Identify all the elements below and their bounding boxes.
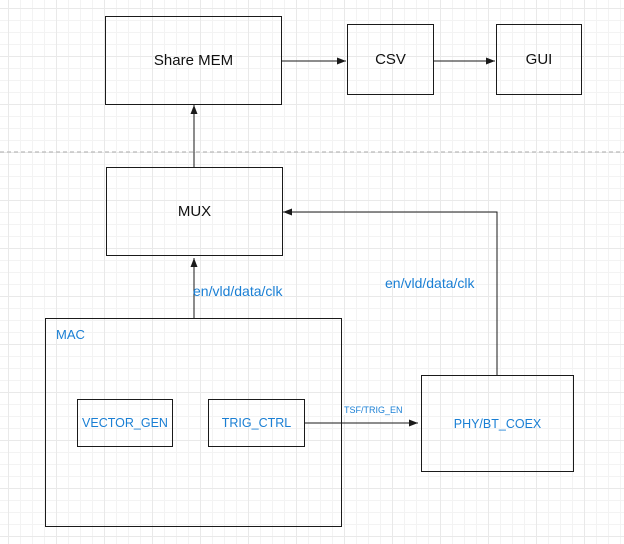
phy-to-mux-edge-label: en/vld/data/clk bbox=[385, 275, 475, 291]
csv-label: CSV bbox=[375, 51, 406, 68]
mac-block[interactable]: MAC bbox=[45, 318, 342, 527]
phy-bt-coex-block[interactable]: PHY/BT_COEX bbox=[421, 375, 574, 472]
trig-to-phy-edge-label: TSF/TRIG_EN bbox=[343, 405, 404, 415]
vector-gen-block[interactable]: VECTOR_GEN bbox=[77, 399, 173, 447]
mux-block[interactable]: MUX bbox=[106, 167, 283, 256]
mux-label: MUX bbox=[177, 203, 212, 220]
arrow-phy-to-mux bbox=[283, 208, 498, 375]
mac-label: MAC bbox=[56, 327, 85, 342]
gui-block[interactable]: GUI bbox=[496, 24, 582, 95]
phy-bt-coex-label: PHY/BT_COEX bbox=[453, 416, 542, 431]
csv-block[interactable]: CSV bbox=[347, 24, 434, 95]
vector-gen-label: VECTOR_GEN bbox=[82, 416, 168, 430]
gui-label: GUI bbox=[525, 51, 553, 68]
share-mem-block[interactable]: Share MEM bbox=[105, 16, 282, 105]
mac-to-mux-edge-label: en/vld/data/clk bbox=[193, 283, 283, 299]
share-mem-label: Share MEM bbox=[153, 52, 234, 69]
trig-ctrl-block[interactable]: TRIG_CTRL bbox=[208, 399, 305, 447]
trig-ctrl-label: TRIG_CTRL bbox=[221, 416, 292, 430]
